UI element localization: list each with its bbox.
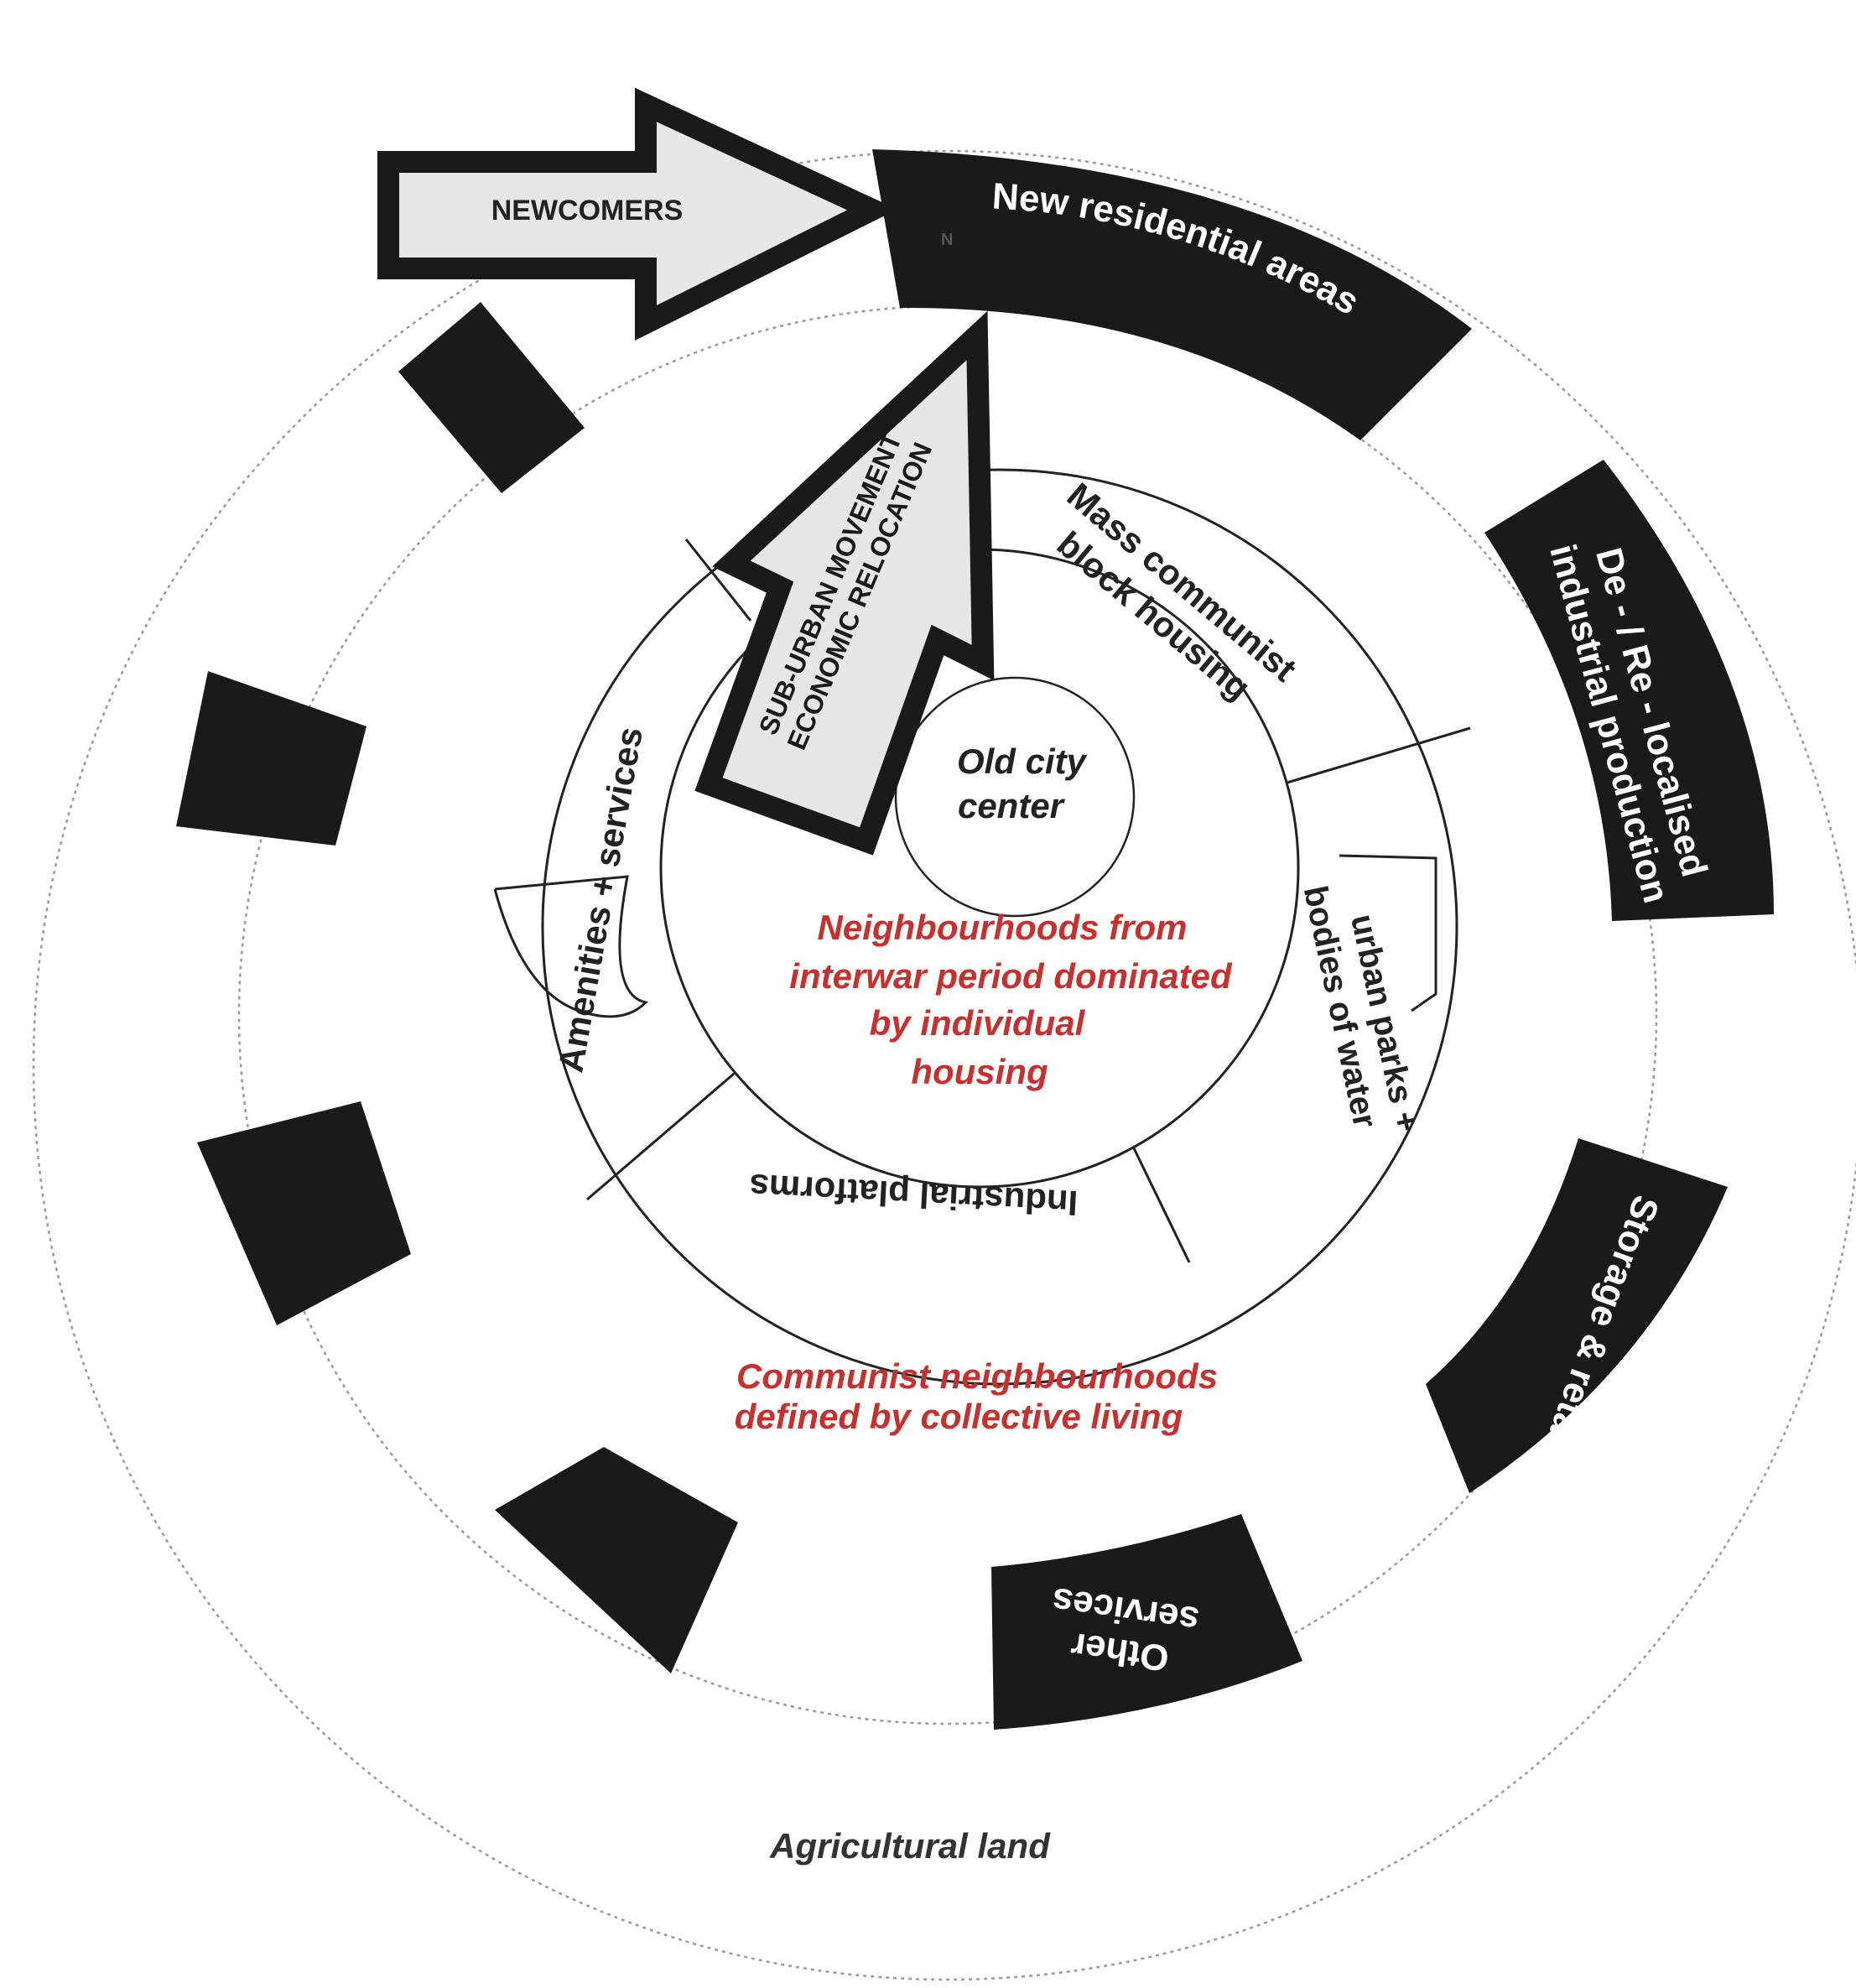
black-block-1 [398, 302, 585, 493]
agricultural-land-label: Agricultural land [769, 1826, 1051, 1866]
newcomers-arrow [377, 87, 897, 341]
interwar-line1: Neighbourhoods from [818, 908, 1188, 947]
sector-divider-right [1281, 726, 1471, 786]
interwar-line4: housing [911, 1052, 1048, 1091]
communist-line2: defined by collective living [735, 1397, 1183, 1436]
urban-parks-sector-outline [1339, 854, 1437, 1012]
newcomers-label: NEWCOMERS [491, 195, 684, 226]
old-city-center-line2: center [958, 786, 1066, 825]
interwar-neighbourhoods-label: Neighbourhoods from interwar period domi… [789, 908, 1233, 1091]
black-block-2 [176, 671, 367, 846]
suburban-movement-arrow [694, 310, 995, 856]
old-city-center-circle [894, 676, 1136, 918]
new-residential-areas-block [872, 149, 1472, 440]
black-block-3 [197, 1101, 411, 1325]
interwar-line3: by individual [870, 1003, 1086, 1043]
communist-neighbourhoods-label: Communist neighbourhoods defined by coll… [735, 1356, 1218, 1436]
deindustrial-production-block [1484, 460, 1774, 921]
sector-divider-top-left [684, 539, 752, 622]
communist-line1: Communist neighbourhoods [736, 1356, 1218, 1396]
interwar-line2: interwar period dominated [789, 956, 1233, 996]
other-services-block [991, 1514, 1302, 1730]
stray-mark: N [941, 231, 953, 249]
outer-dotted-ring [33, 150, 1856, 1980]
amenities-sector-outline [493, 875, 649, 1018]
old-city-center-line1: Old city [957, 742, 1089, 781]
black-block-4 [495, 1447, 738, 1673]
storage-retail-block [1426, 1138, 1728, 1493]
